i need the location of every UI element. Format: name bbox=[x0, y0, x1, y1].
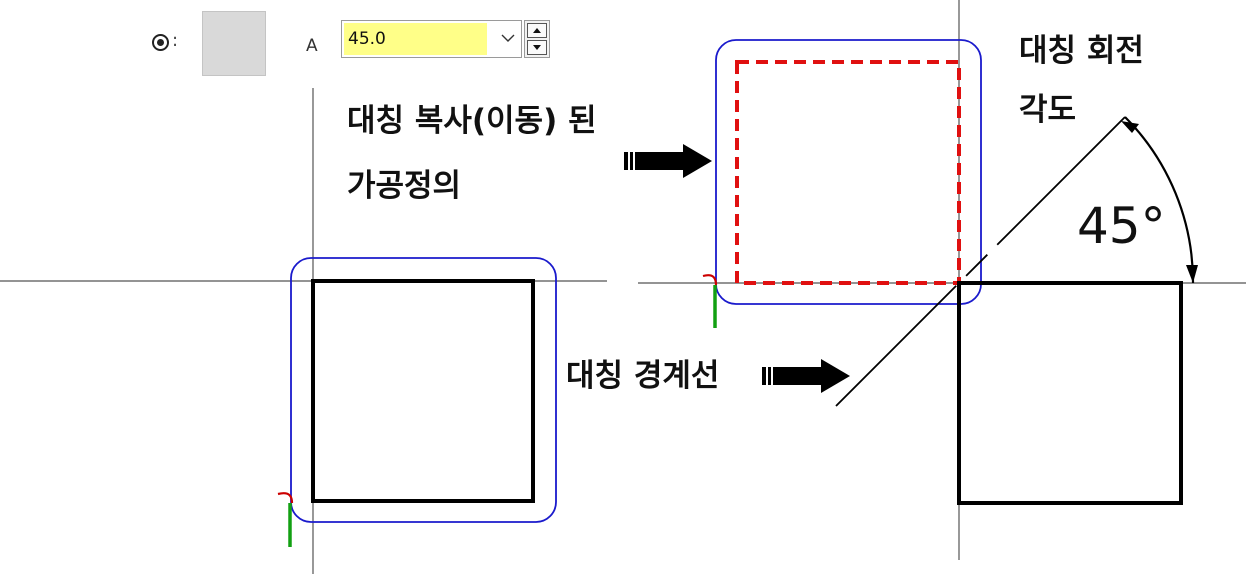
right-selection-box[interactable] bbox=[715, 39, 982, 305]
angle-annotation: 45° bbox=[1077, 197, 1166, 255]
angle-spinner[interactable] bbox=[524, 20, 550, 58]
arc-start-arrowhead bbox=[1121, 121, 1139, 133]
callout-rotation-line1: 대칭 회전 bbox=[1019, 33, 1144, 69]
boundary-callout-arrow bbox=[762, 359, 850, 393]
spin-up-button[interactable] bbox=[527, 23, 547, 38]
right-original-square[interactable] bbox=[957, 281, 1183, 505]
right-start-hook bbox=[702, 274, 718, 286]
callout-copied-line2: 가공정의 bbox=[347, 168, 462, 204]
arc-end-arrowhead bbox=[1186, 265, 1198, 283]
left-start-hook bbox=[277, 492, 294, 504]
left-selection-box[interactable] bbox=[290, 257, 557, 523]
chevron-down-icon[interactable] bbox=[500, 30, 516, 46]
callout-copied-line1: 대칭 복사(이동) 된 bbox=[347, 103, 597, 139]
mirror-boundary-line[interactable] bbox=[835, 116, 1126, 407]
radio-colon: : bbox=[172, 30, 179, 51]
angle-mode-radio[interactable] bbox=[152, 34, 169, 51]
callout-boundary: 대칭 경계선 bbox=[566, 358, 720, 394]
angle-value-input[interactable]: 45.0 bbox=[344, 23, 487, 55]
callout-rotation-line2: 각도 bbox=[1019, 92, 1077, 128]
angle-value-combo[interactable]: 45.0 bbox=[341, 20, 522, 58]
copied-machining-outline[interactable] bbox=[735, 60, 961, 285]
rotation-angle-arc bbox=[1124, 116, 1195, 284]
angle-param-label: A bbox=[306, 36, 318, 56]
left-original-square[interactable] bbox=[311, 279, 535, 503]
angle-button[interactable] bbox=[202, 11, 266, 76]
spin-down-button[interactable] bbox=[527, 40, 547, 55]
copied-callout-arrow bbox=[624, 144, 712, 178]
